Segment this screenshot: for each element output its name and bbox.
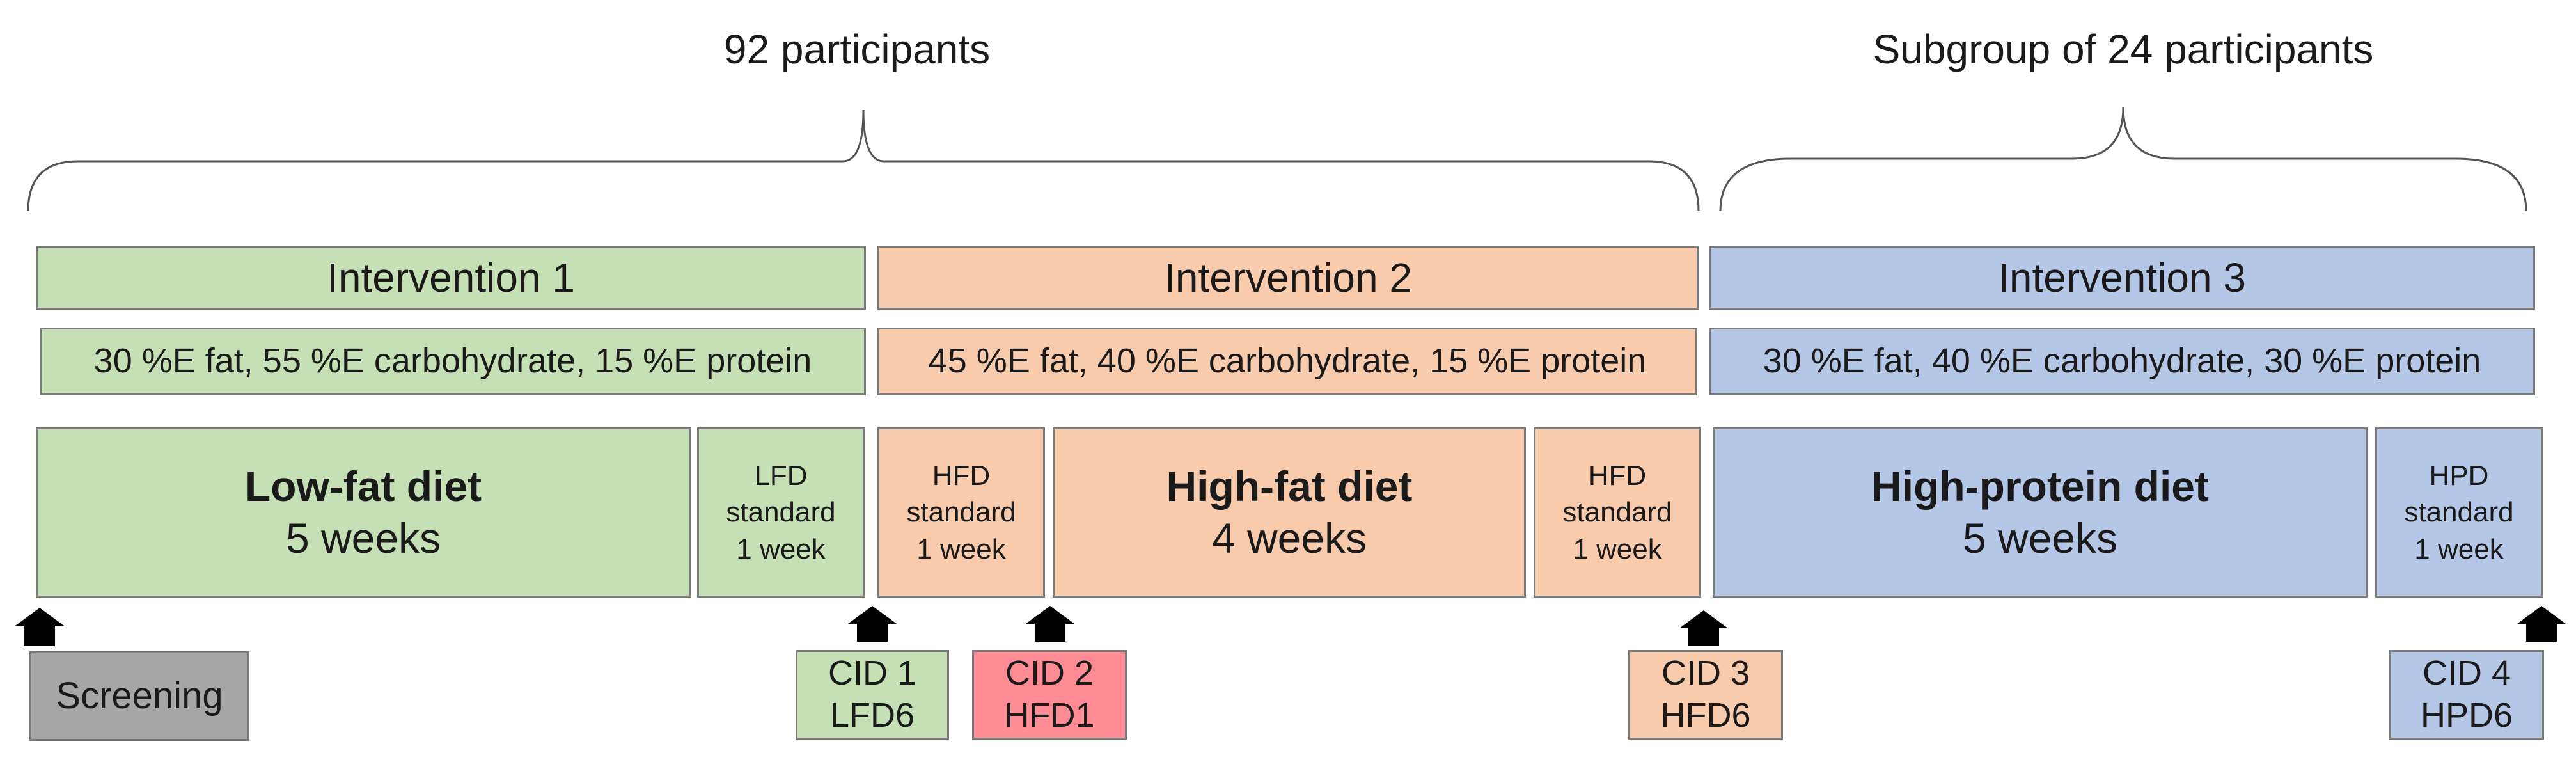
high-fat-diet-duration: 4 weeks: [1211, 514, 1367, 562]
cid2-line2: HFD1: [1004, 696, 1095, 734]
cid1-line1: CID 1: [828, 654, 917, 693]
brace-subgroup: [1719, 107, 2527, 212]
lfd-standard-line3: 1 week: [736, 533, 826, 565]
cid4-box: CID 4 HPD6: [2389, 650, 2544, 740]
cid2-box: CID 2 HFD1: [972, 650, 1127, 740]
hpd-standard-line1: HPD: [2429, 460, 2489, 492]
cid2-line1: CID 2: [1005, 654, 1094, 693]
intervention-2-composition: 45 %E fat, 40 %E carbohydrate, 15 %E pro…: [877, 328, 1697, 395]
hfd-standard-b-line1: HFD: [1588, 460, 1647, 492]
cid4-line2: HPD6: [2420, 696, 2513, 734]
arrow-cid3: [1679, 610, 1728, 646]
intervention-3-composition: 30 %E fat, 40 %E carbohydrate, 30 %E pro…: [1709, 328, 2535, 395]
hpd-standard-block: HPD standard 1 week: [2375, 427, 2543, 598]
intervention-1-header: Intervention 1: [36, 246, 866, 310]
intervention-2-header: Intervention 2: [877, 246, 1699, 310]
high-fat-diet-block: High-fat diet 4 weeks: [1053, 427, 1526, 598]
hpd-standard-line2: standard: [2404, 496, 2514, 528]
high-fat-diet-title: High-fat diet: [1166, 463, 1413, 511]
intervention-3-header: Intervention 3: [1709, 246, 2535, 310]
hpd-standard-line3: 1 week: [2414, 533, 2504, 565]
high-protein-diet-block: High-protein diet 5 weeks: [1713, 427, 2368, 598]
high-protein-diet-title: High-protein diet: [1871, 463, 2209, 511]
low-fat-diet-block: Low-fat diet 5 weeks: [36, 427, 691, 598]
lfd-standard-block: LFD standard 1 week: [697, 427, 865, 598]
hfd-standard-block-after: HFD standard 1 week: [1534, 427, 1701, 598]
low-fat-diet-duration: 5 weeks: [285, 514, 441, 562]
intervention-1-composition: 30 %E fat, 55 %E carbohydrate, 15 %E pro…: [40, 328, 866, 395]
screening-box: Screening: [29, 651, 249, 741]
arrow-cid1: [848, 606, 897, 642]
hfd-standard-a-line2: standard: [906, 496, 1016, 528]
hfd-standard-b-line3: 1 week: [1573, 533, 1662, 565]
hfd-standard-b-line2: standard: [1562, 496, 1672, 528]
low-fat-diet-title: Low-fat diet: [244, 463, 482, 511]
label-subgroup-24-participants: Subgroup of 24 participants: [1873, 26, 2374, 72]
hfd-standard-a-line3: 1 week: [916, 533, 1006, 565]
cid4-line1: CID 4: [2422, 654, 2511, 693]
brace-all-participants: [27, 109, 1700, 212]
cid3-line2: HFD6: [1660, 696, 1751, 734]
arrow-screening: [15, 608, 64, 646]
cid3-line1: CID 3: [1661, 654, 1750, 693]
cid3-box: CID 3 HFD6: [1628, 650, 1783, 740]
lfd-standard-line1: LFD: [754, 460, 808, 492]
hfd-standard-a-line1: HFD: [932, 460, 991, 492]
cid1-box: CID 1 LFD6: [796, 650, 949, 740]
lfd-standard-line2: standard: [726, 496, 836, 528]
high-protein-diet-duration: 5 weeks: [1962, 514, 2118, 562]
cid1-line2: LFD6: [829, 696, 915, 734]
arrow-cid2: [1026, 606, 1074, 642]
arrow-cid4: [2517, 606, 2566, 642]
label-92-participants: 92 participants: [723, 26, 991, 72]
hfd-standard-block-before: HFD standard 1 week: [877, 427, 1045, 598]
